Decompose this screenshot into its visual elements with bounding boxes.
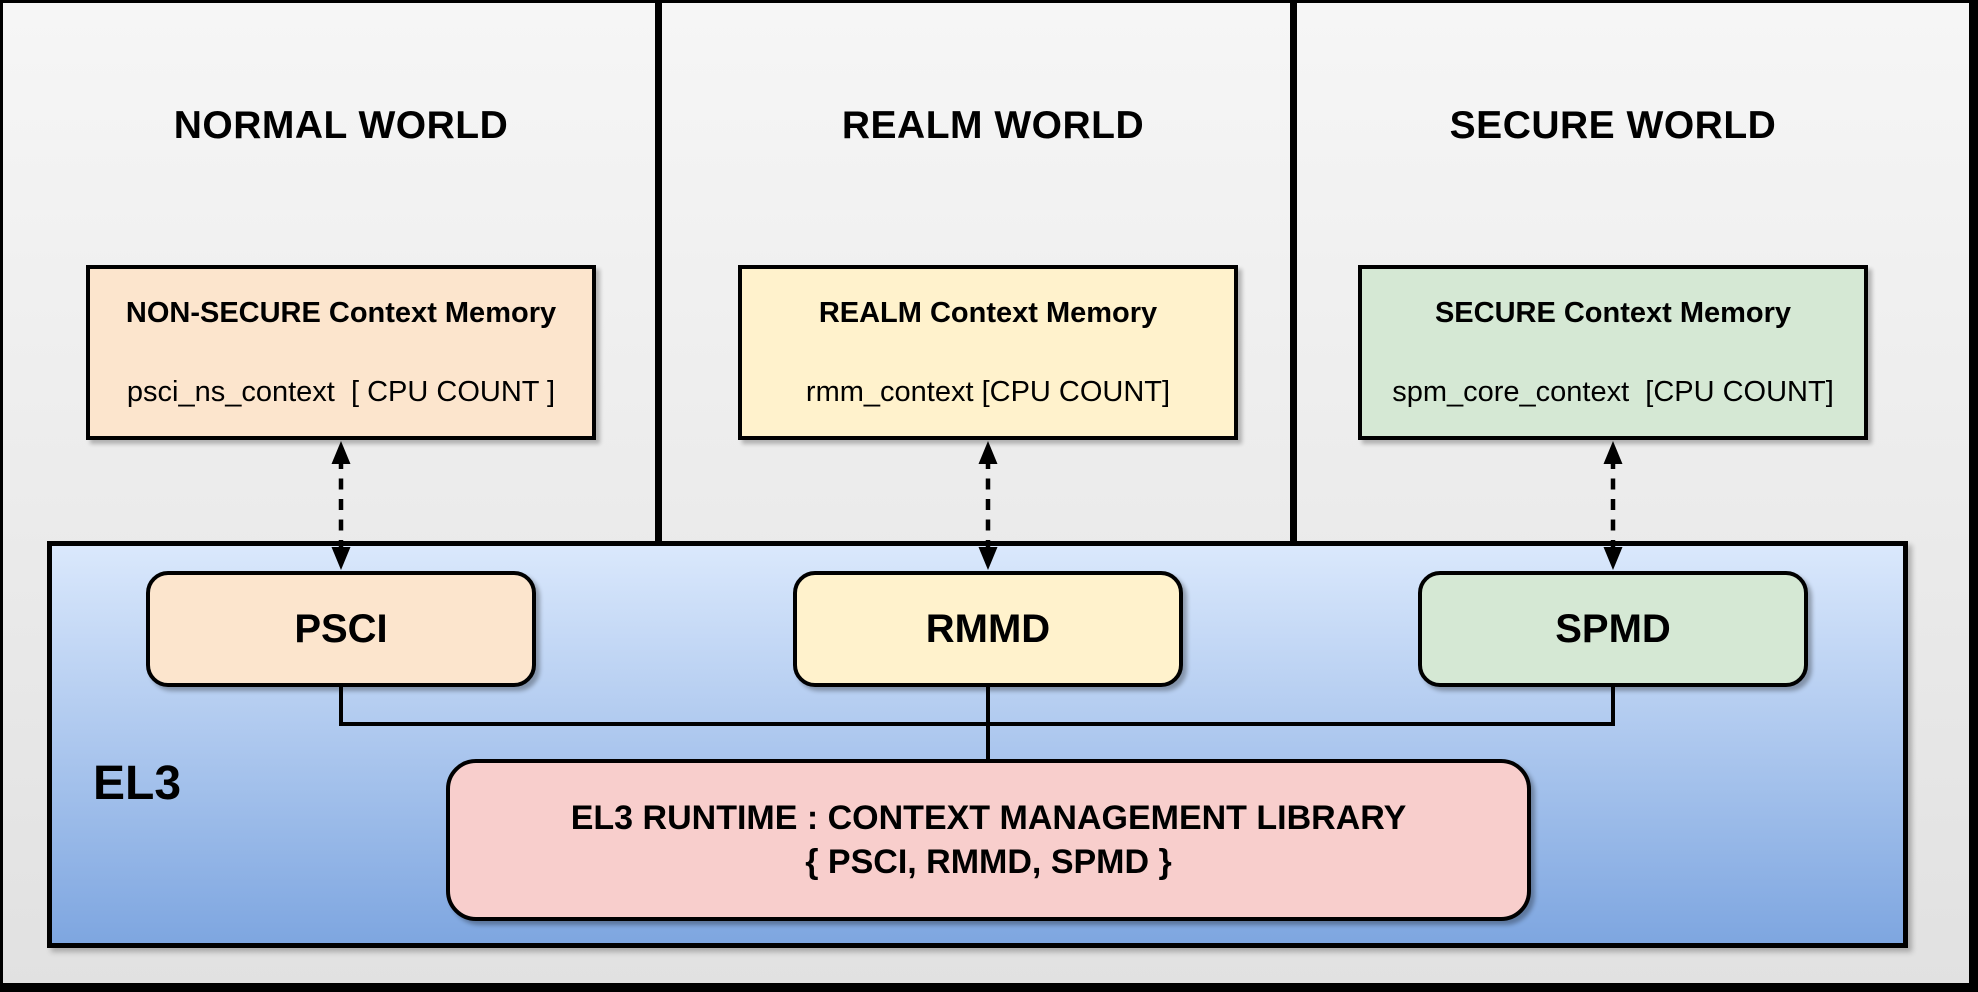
bidirectional-dashed-arrow-icon xyxy=(331,441,351,570)
el3-runtime-box: EL3 RUNTIME : CONTEXT MANAGEMENT LIBRARY… xyxy=(446,759,1531,921)
runtime-line-1: EL3 RUNTIME : CONTEXT MANAGEMENT LIBRARY xyxy=(570,799,1407,837)
realm-world-title: REALM WORLD xyxy=(841,104,1145,147)
memory-title: NON-SECURE Context Memory xyxy=(125,296,557,329)
world-divider-2 xyxy=(1290,3,1297,541)
secure-context-memory-box: SECURE Context Memory spm_core_context [… xyxy=(1358,265,1868,440)
connector-psci xyxy=(339,687,343,726)
el3-label: EL3 xyxy=(93,757,182,810)
psci-label: PSCI xyxy=(294,606,388,651)
memory-detail: psci_ns_context [ CPU COUNT ] xyxy=(126,375,556,408)
non-secure-context-memory-box: NON-SECURE Context Memory psci_ns_contex… xyxy=(86,265,596,440)
bidirectional-dashed-arrow-icon xyxy=(978,441,998,570)
normal-world-title: NORMAL WORLD xyxy=(173,104,509,147)
rmmd-label: RMMD xyxy=(925,606,1051,651)
memory-title: SECURE Context Memory xyxy=(1434,296,1792,329)
secure-world-title: SECURE WORLD xyxy=(1449,104,1777,147)
rmmd-box: RMMD xyxy=(793,571,1183,687)
runtime-line-2: { PSCI, RMMD, SPMD } xyxy=(805,843,1172,881)
spmd-box: SPMD xyxy=(1418,571,1808,687)
memory-title: REALM Context Memory xyxy=(818,296,1158,329)
realm-context-memory-box: REALM Context Memory rmm_context [CPU CO… xyxy=(738,265,1238,440)
spmd-label: SPMD xyxy=(1555,606,1671,651)
memory-detail: spm_core_context [CPU COUNT] xyxy=(1392,375,1834,408)
connector-bus xyxy=(339,722,1615,726)
memory-detail: rmm_context [CPU COUNT] xyxy=(805,375,1171,408)
world-divider-1 xyxy=(655,3,662,541)
connector-spmd xyxy=(1611,687,1615,726)
bidirectional-dashed-arrow-icon xyxy=(1603,441,1623,570)
psci-box: PSCI xyxy=(146,571,536,687)
